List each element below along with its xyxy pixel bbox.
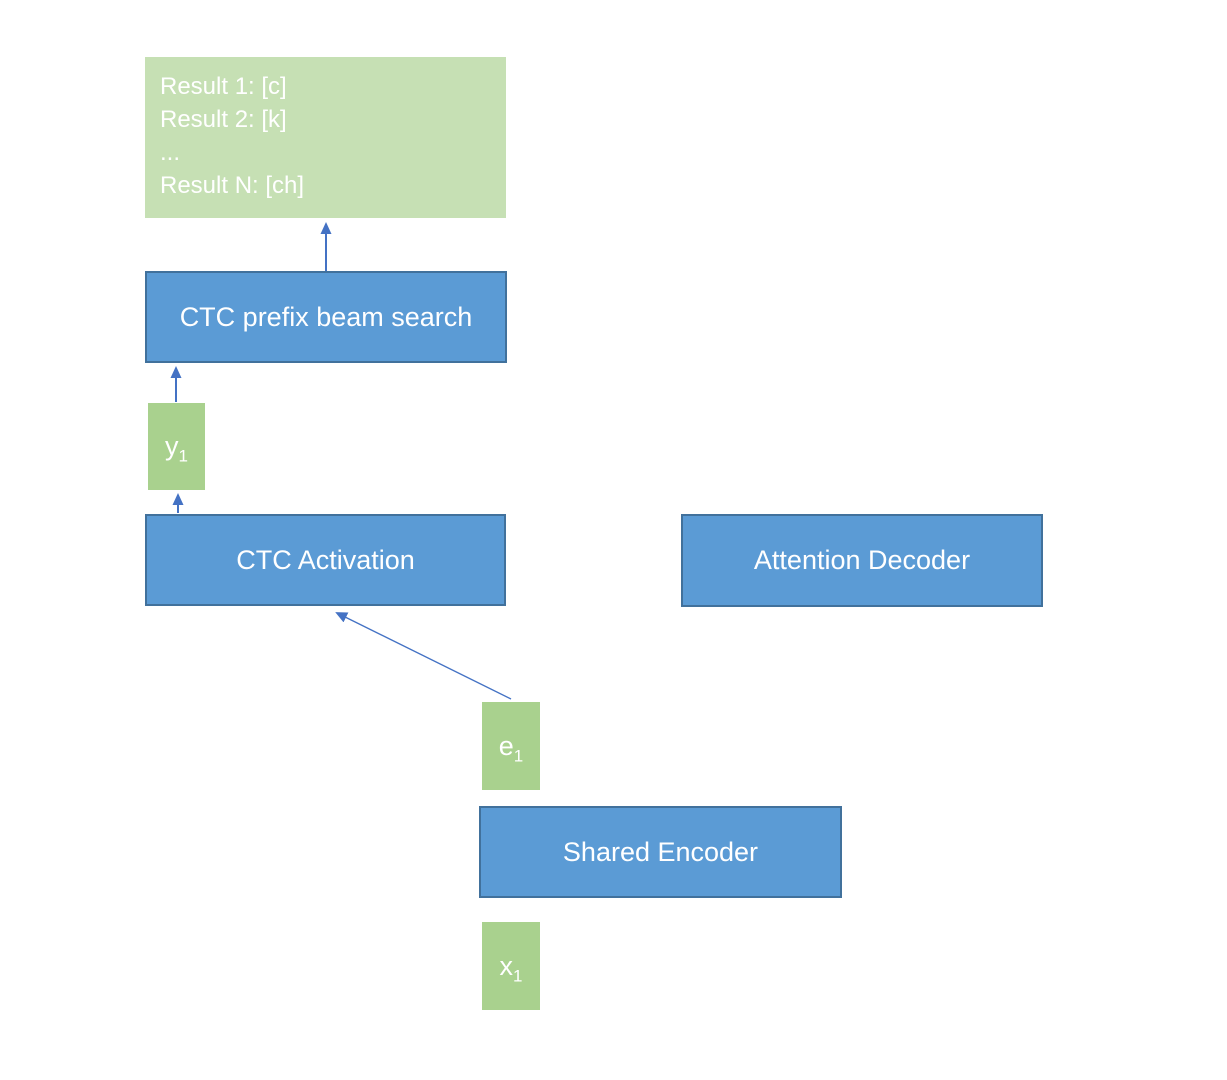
node-y1: y1 <box>148 403 205 490</box>
node-ctc-activation: CTC Activation <box>145 514 506 606</box>
result-line-ellipsis: ... <box>160 139 181 166</box>
node-e1-label: e1 <box>498 730 524 765</box>
node-ctc-activation-label: CTC Activation <box>236 544 415 575</box>
node-shared-encoder-label: Shared Encoder <box>562 836 759 867</box>
node-ctc-prefix-beam-search: CTC prefix beam search <box>145 271 507 363</box>
results-box: Result 1: [c] Result 2: [k] ... Result N… <box>145 57 506 218</box>
node-y1-label: y1 <box>165 431 188 466</box>
node-x1: x1 <box>482 922 540 1010</box>
result-line-2: Result 2: [k] <box>160 106 287 133</box>
node-e1: e1 <box>482 702 540 790</box>
result-line-n: Result N: [ch] <box>160 172 305 199</box>
node-x1-label: x1 <box>499 950 523 985</box>
result-line-1: Result 1: [c] <box>160 73 287 100</box>
node-attention-decoder: Attention Decoder <box>681 514 1043 607</box>
node-shared-encoder: Shared Encoder <box>479 806 842 898</box>
node-ctc-prefix-beam-search-label: CTC prefix beam search <box>179 301 473 332</box>
arrow-e1-to-activation <box>335 612 512 700</box>
node-attention-decoder-label: Attention Decoder <box>753 545 971 575</box>
